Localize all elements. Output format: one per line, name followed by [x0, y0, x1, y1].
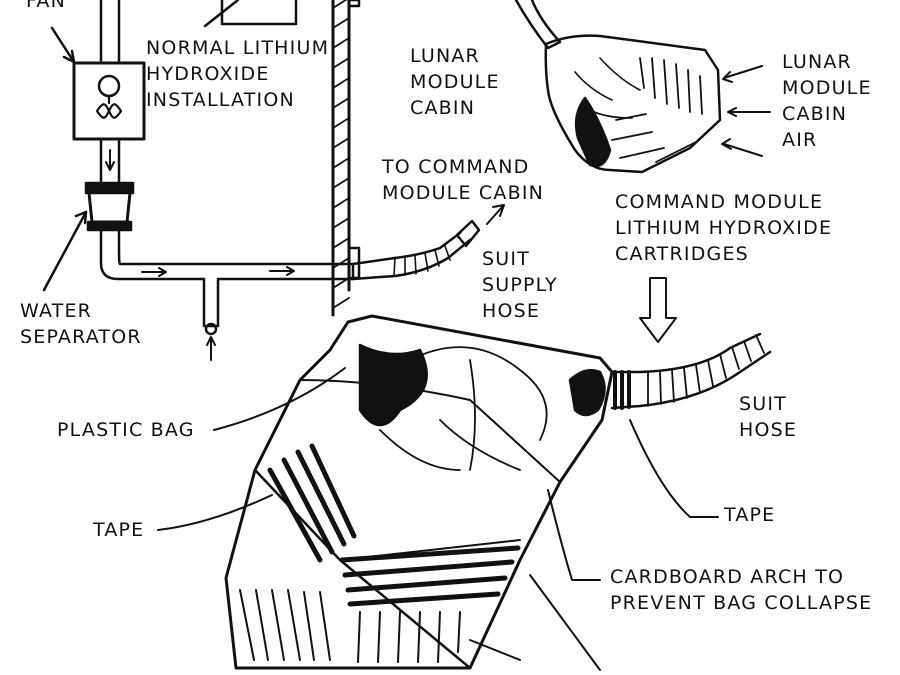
label-cm-lioh-cartridges: COMMAND MODULE LITHIUM HYDROXIDE CARTRID… [615, 191, 833, 265]
label-suit-supply-hose: SUIT SUPPLY HOSE [482, 248, 558, 322]
label-fan: FAN [26, 0, 66, 12]
cm-cartridge-small [514, 0, 722, 174]
separator-leader [42, 210, 88, 292]
water-separator [84, 181, 135, 232]
label-tape-left: TAPE [93, 519, 145, 541]
label-plastic-bag: PLASTIC BAG [57, 419, 195, 441]
duct-to-separator [99, 137, 121, 185]
cabin-wall [331, 0, 361, 317]
label-water-separator: WATER SEPARATOR [20, 300, 142, 348]
label-tape-right: TAPE [724, 504, 776, 526]
supply-pipe [99, 228, 355, 361]
suit-supply-hose [351, 204, 505, 281]
label-normal-lioh-installation: NORMAL LITHIUM HYDROXIDE INSTALLATION [146, 37, 330, 111]
adapter-assembly [224, 314, 614, 670]
down-arrow [639, 277, 677, 343]
fan-leader [50, 26, 76, 64]
label-cardboard-arch: CARDBOARD ARCH TO PREVENT BAG COLLAPSE [610, 566, 873, 614]
bottom-leaders [157, 367, 719, 671]
label-lunar-module-cabin-air: LUNAR MODULE CABIN AIR [782, 51, 872, 151]
fan-unit [72, 61, 146, 141]
canister-leader [203, 0, 240, 28]
suit-hose [610, 332, 772, 410]
cabin-air-arrows [721, 65, 771, 157]
label-lunar-module-cabin: LUNAR MODULE CABIN [410, 45, 500, 119]
label-to-command-module-cabin: TO COMMAND MODULE CABIN [382, 156, 545, 204]
label-suit-hose: SUIT HOSE [739, 393, 798, 441]
fan-duct [99, 0, 121, 65]
